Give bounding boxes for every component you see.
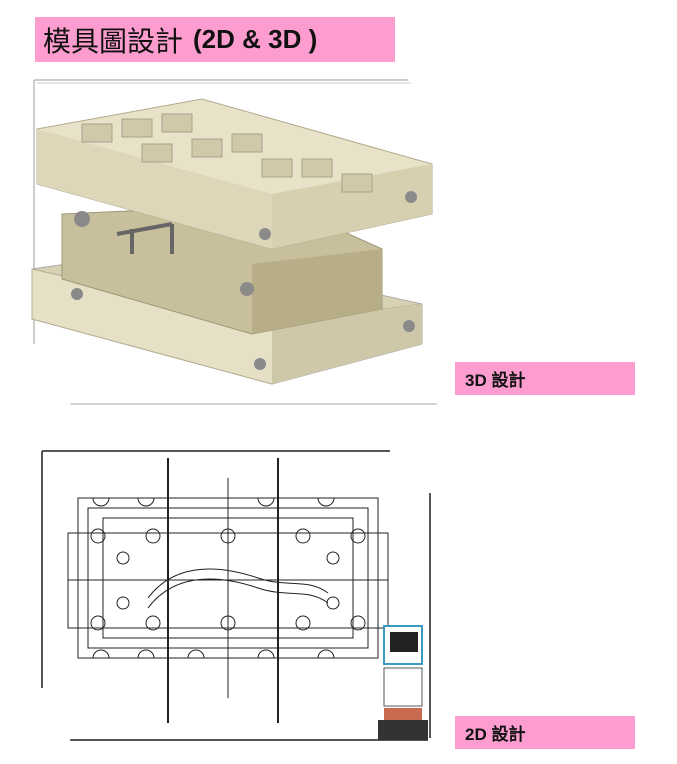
mold-2d-drawing (28, 418, 443, 748)
page-title: 模具圖設計 (2D & 3D ) (35, 17, 395, 62)
title-suffix: (2D & 3D ) (193, 24, 318, 54)
label-2d-design: 2D 設計 (455, 716, 635, 749)
title-main: 模具圖設計 (43, 25, 184, 57)
label-3d-design: 3D 設計 (455, 362, 635, 395)
mold-3d-image (22, 64, 445, 413)
